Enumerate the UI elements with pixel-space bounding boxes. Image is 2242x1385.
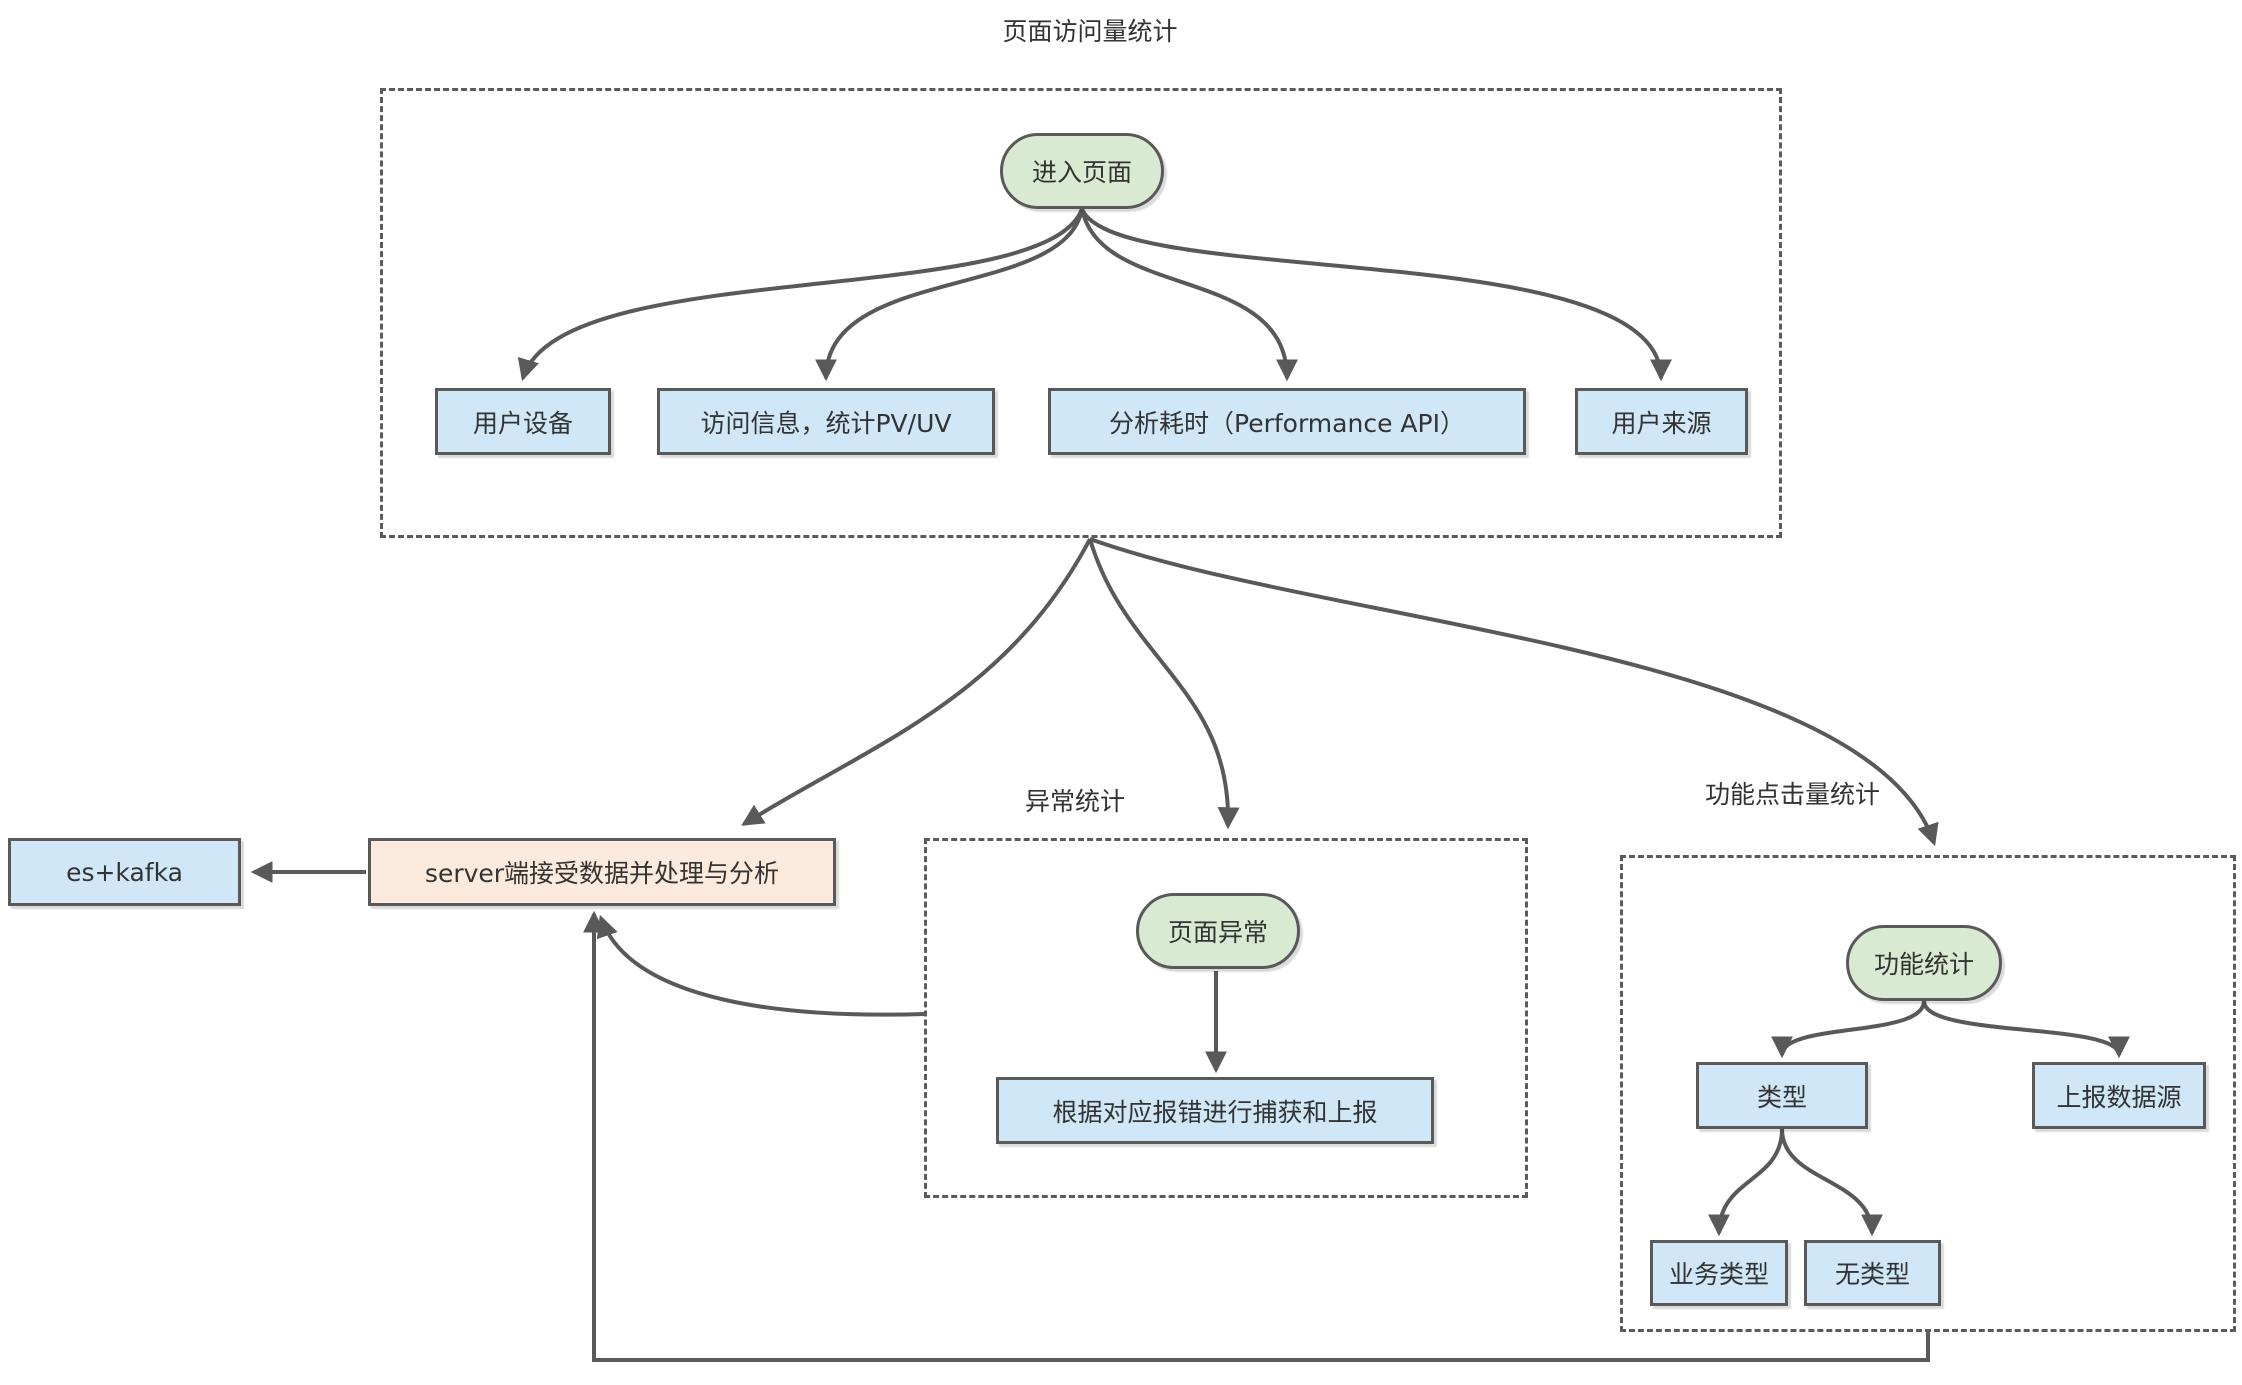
node-user-device: 用户设备 — [435, 388, 611, 455]
node-no-type: 无类型 — [1804, 1240, 1941, 1306]
edge-type-to-notype — [1780, 1128, 1883, 1237]
node-business-type: 业务类型 — [1650, 1240, 1788, 1306]
node-server: server端接受数据并处理与分析 — [368, 838, 836, 906]
section-container-exception — [924, 838, 1528, 1198]
edge-enter-to-perf — [1080, 208, 1298, 382]
node-enter-page: 进入页面 — [1000, 133, 1164, 209]
node-es-kafka: es+kafka — [8, 838, 241, 906]
section-title-feature: 功能点击量统计 — [1704, 780, 1880, 809]
edge-feature-to-server — [583, 910, 1930, 1362]
node-type: 类型 — [1696, 1062, 1868, 1129]
node-visit-info: 访问信息，统计PV/UV — [657, 388, 995, 455]
node-performance-api: 分析耗时（Performance API） — [1048, 388, 1526, 455]
edge-exception-to-server — [596, 914, 925, 1017]
edge-visits-to-server — [741, 538, 1092, 826]
section-title-exception: 异常统计 — [1024, 787, 1125, 816]
edge-feature-to-report-source — [1922, 1000, 2130, 1059]
edge-type-to-business — [1708, 1128, 1784, 1237]
edge-enter-to-user-source — [1080, 208, 1672, 382]
node-user-source: 用户来源 — [1575, 388, 1748, 455]
edge-visits-to-feature — [1089, 537, 1939, 847]
node-page-exception: 页面异常 — [1136, 893, 1300, 969]
section-title-page-visits: 页面访问量统计 — [1002, 17, 1178, 46]
edge-enter-to-visit-info — [815, 208, 1084, 382]
edge-visits-to-exception — [1088, 538, 1240, 830]
edge-enter-to-user-device — [517, 208, 1084, 382]
section-container-feature — [1620, 855, 2236, 1332]
section-container-page-visits — [380, 88, 1782, 538]
node-feature-stats: 功能统计 — [1846, 925, 2002, 1001]
node-report-data-source: 上报数据源 — [2032, 1062, 2206, 1129]
edge-feature-to-type — [1771, 1000, 1926, 1059]
node-error-capture: 根据对应报错进行捕获和上报 — [996, 1077, 1434, 1144]
